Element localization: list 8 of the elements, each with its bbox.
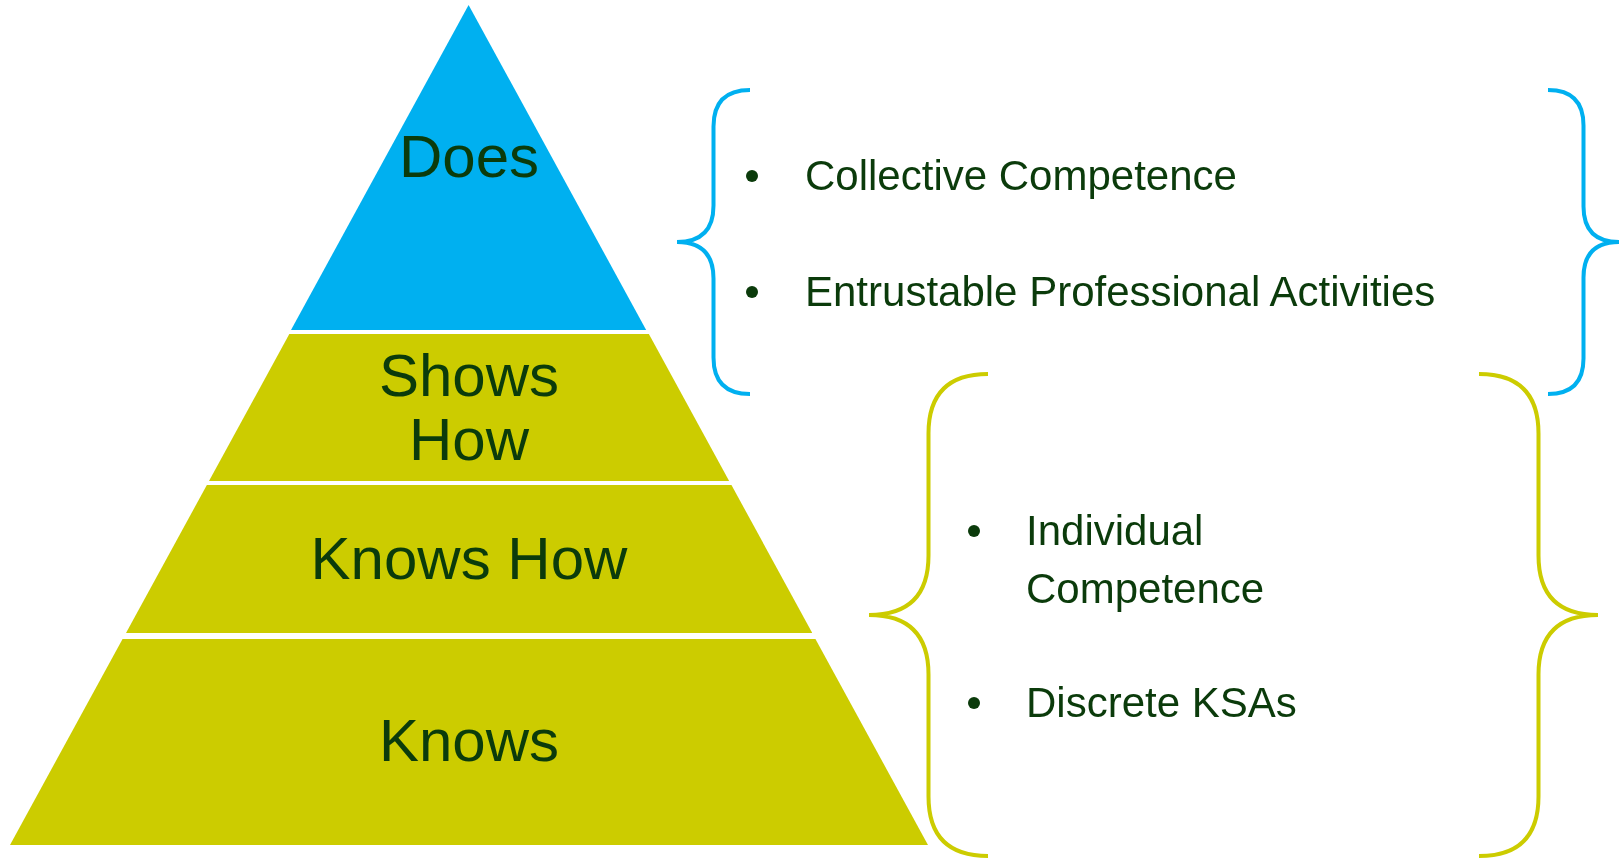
tier-label: Knows How: [309, 527, 629, 591]
bullet-text: Individual Competence: [1026, 506, 1266, 614]
bullet-text: Discrete KSAs: [1026, 678, 1298, 728]
bullet-text: Entrustable Professional Activities: [805, 267, 1437, 317]
tier-label: Does: [397, 125, 540, 189]
tier-label: Knows: [377, 709, 561, 773]
bullet-text: Collective Competence: [805, 151, 1238, 201]
tier-label: Shows How: [377, 344, 561, 472]
